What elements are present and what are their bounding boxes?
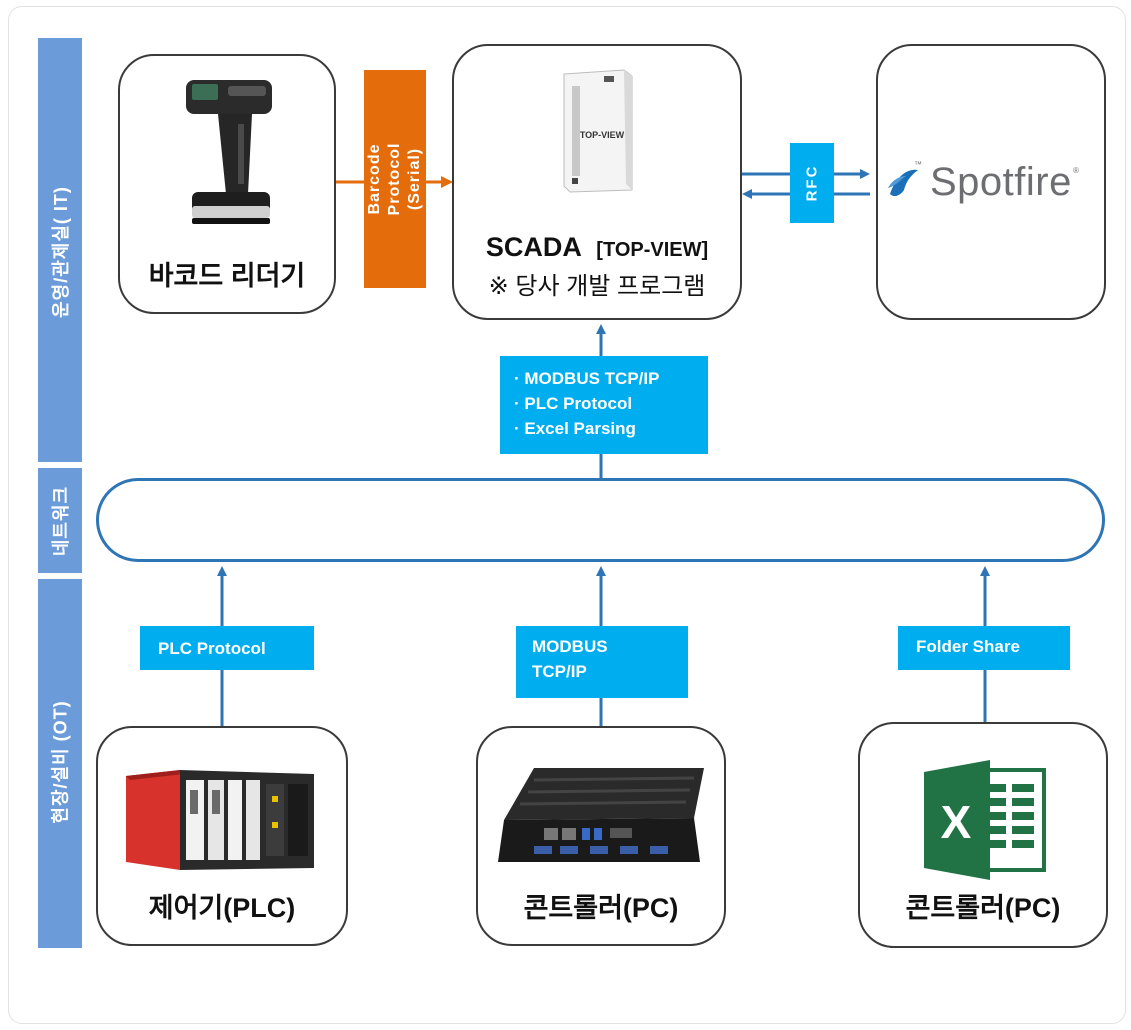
spotfire-wordmark: Spotfire xyxy=(930,160,1072,204)
modbus-protocol-line: MODBUS xyxy=(532,637,608,656)
folder-share-label: Folder Share xyxy=(916,637,1020,656)
scada-protocol-item: · PLC Protocol xyxy=(514,394,633,413)
svg-text:X: X xyxy=(941,796,972,848)
modbus-protocol-box: MODBUS TCP/IP xyxy=(516,626,688,698)
scada-note: ※ 당사 개발 프로그램 xyxy=(488,273,706,300)
excel-icon: X xyxy=(924,760,1046,880)
excel-node: X 콘트롤러(PC) xyxy=(858,722,1108,948)
plc-node: 제어기(PLC) xyxy=(96,726,348,946)
spotfire-tm: ™ xyxy=(914,160,922,169)
scada-protocol-item: · Excel Parsing xyxy=(514,419,636,438)
plc-hardware-icon xyxy=(126,770,314,870)
plc-label: 제어기(PLC) xyxy=(148,893,296,923)
excel-pc-label: 콘트롤러(PC) xyxy=(905,893,1061,923)
plc-protocol-label: PLC Protocol xyxy=(158,639,266,658)
barcode-scanner-icon xyxy=(186,80,272,224)
modbus-protocol-line: TCP/IP xyxy=(532,662,587,681)
pc-label: 콘트롤러(PC) xyxy=(523,893,679,923)
barcode-protocol-text: Barcode Protocol (Serial) xyxy=(366,142,423,216)
network-bus xyxy=(96,478,1105,562)
layer-separator xyxy=(38,462,82,468)
layer-band-it: 운영/관제실( IT) xyxy=(38,38,82,466)
scada-tag: [TOP-VIEW] xyxy=(596,239,709,261)
layer-band-network: 네트워크 xyxy=(38,466,82,576)
scada-protocol-box: · MODBUS TCP/IP · PLC Protocol · Excel P… xyxy=(500,356,708,454)
scada-protocol-item: · MODBUS TCP/IP xyxy=(514,369,660,388)
spotfire-node xyxy=(876,44,1106,320)
industrial-pc-icon xyxy=(498,768,704,862)
scada-software-box-icon: TOP-VIEW xyxy=(563,69,633,193)
scada-title: SCADA [TOP-VIEW] xyxy=(454,232,740,263)
barcode-reader-label: 바코드 리더기 xyxy=(148,261,306,291)
barcode-protocol-box: Barcode Protocol (Serial) xyxy=(364,70,426,288)
scada-node: TOP-VIEW SCADA [TOP-VIEW] ※ 당사 개발 프로그램 xyxy=(452,44,742,320)
rfc-label: RFC xyxy=(803,164,821,202)
spotfire-logo-icon xyxy=(888,169,918,197)
plc-protocol-box: PLC Protocol xyxy=(140,626,314,670)
layer-separator xyxy=(38,573,82,579)
svg-text:TOP-VIEW: TOP-VIEW xyxy=(580,130,625,140)
folder-share-box: Folder Share xyxy=(898,626,1070,670)
scada-label: SCADA xyxy=(485,232,582,262)
spotfire-reg: ® xyxy=(1073,166,1079,175)
layer-band-ot: 현장/설비 (OT) xyxy=(38,576,82,948)
industrial-pc-node: 콘트롤러(PC) xyxy=(476,726,726,946)
rfc-box: RFC xyxy=(790,143,834,223)
barcode-reader-node: 바코드 리더기 xyxy=(118,54,336,314)
